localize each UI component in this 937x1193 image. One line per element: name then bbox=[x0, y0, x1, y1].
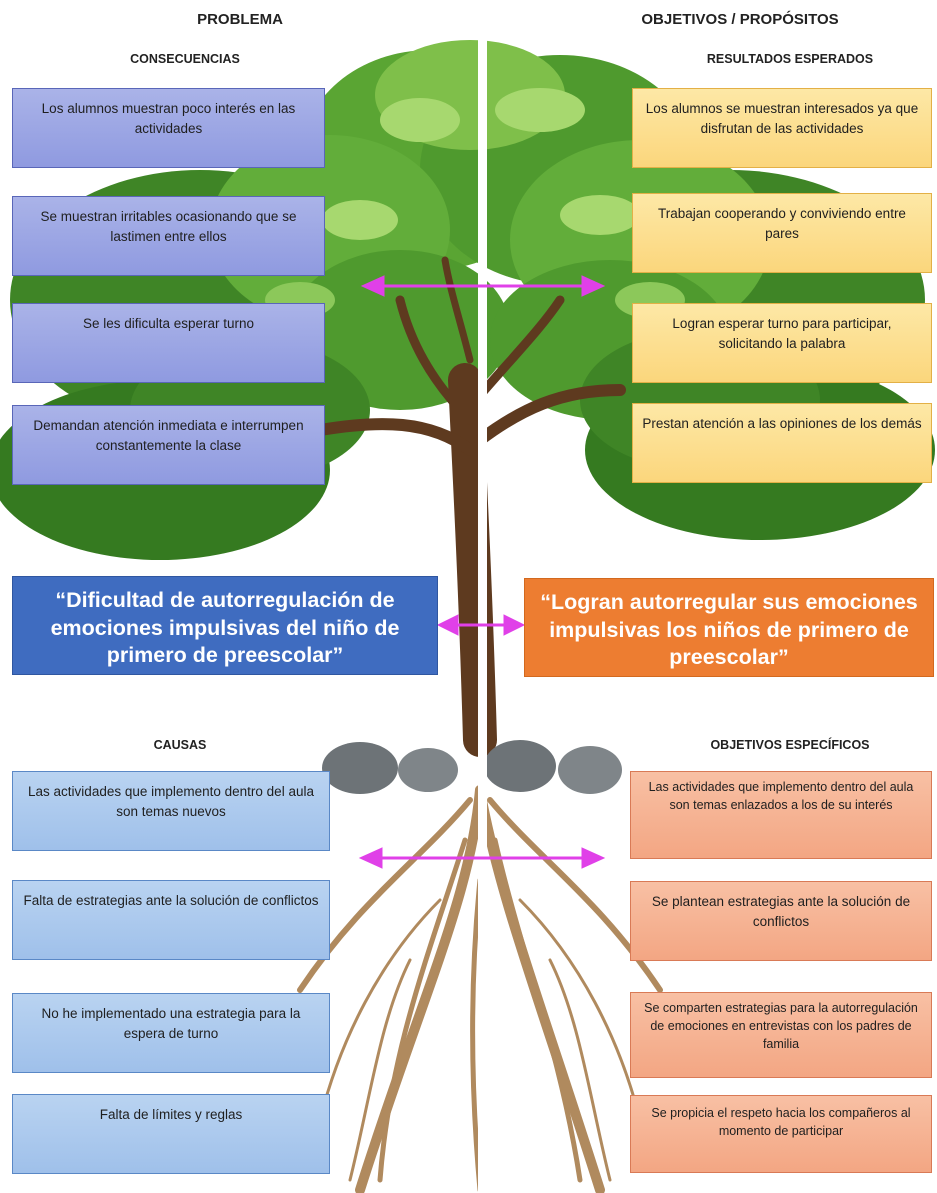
consecuencia-box: Demandan atención inmediata e interrumpe… bbox=[12, 405, 325, 485]
problem-title: PROBLEMA bbox=[197, 11, 283, 28]
causa-box: Las actividades que implemento dentro de… bbox=[12, 771, 330, 851]
consecuencia-box: Se muestran irritables ocasionando que s… bbox=[12, 196, 325, 276]
objetivo-box: Se propicia el respeto hacia los compañe… bbox=[630, 1095, 932, 1173]
resultado-box: Los alumnos se muestran interesados ya q… bbox=[632, 88, 932, 168]
objectives-title: OBJETIVOS / PROPÓSITOS bbox=[641, 11, 839, 28]
objetivos-title: OBJETIVOS ESPECÍFICOS bbox=[710, 738, 870, 752]
causa-box: No he implementado una estrategia para l… bbox=[12, 993, 330, 1073]
resultados-title: RESULTADOS ESPERADOS bbox=[706, 52, 874, 66]
consecuencia-box: Se les dificulta esperar turno bbox=[12, 303, 325, 383]
resultado-box: Prestan atención a las opiniones de los … bbox=[632, 403, 932, 483]
consecuencia-box: Los alumnos muestran poco interés en las… bbox=[12, 88, 325, 168]
objective-statement: “Logran autorregular sus emociones impul… bbox=[524, 578, 934, 677]
causas-title: CAUSAS bbox=[153, 738, 207, 752]
objetivo-box: Se comparten estrategias para la autorre… bbox=[630, 992, 932, 1078]
objetivo-box: Se plantean estrategias ante la solución… bbox=[630, 881, 932, 961]
arrows bbox=[358, 275, 606, 869]
resultado-box: Logran esperar turno para participar, so… bbox=[632, 303, 932, 383]
causa-box: Falta de estrategias ante la solución de… bbox=[12, 880, 330, 960]
rocks bbox=[322, 740, 622, 794]
resultado-box: Trabajan cooperando y conviviendo entre … bbox=[632, 193, 932, 273]
consecuencias-title: CONSECUENCIAS bbox=[130, 52, 240, 66]
objetivo-box: Las actividades que implemento dentro de… bbox=[630, 771, 932, 859]
causa-box: Falta de límites y reglas bbox=[12, 1094, 330, 1174]
problem-statement: “Dificultad de autorregulación de emocio… bbox=[12, 576, 438, 675]
center-divider bbox=[478, 40, 487, 1193]
